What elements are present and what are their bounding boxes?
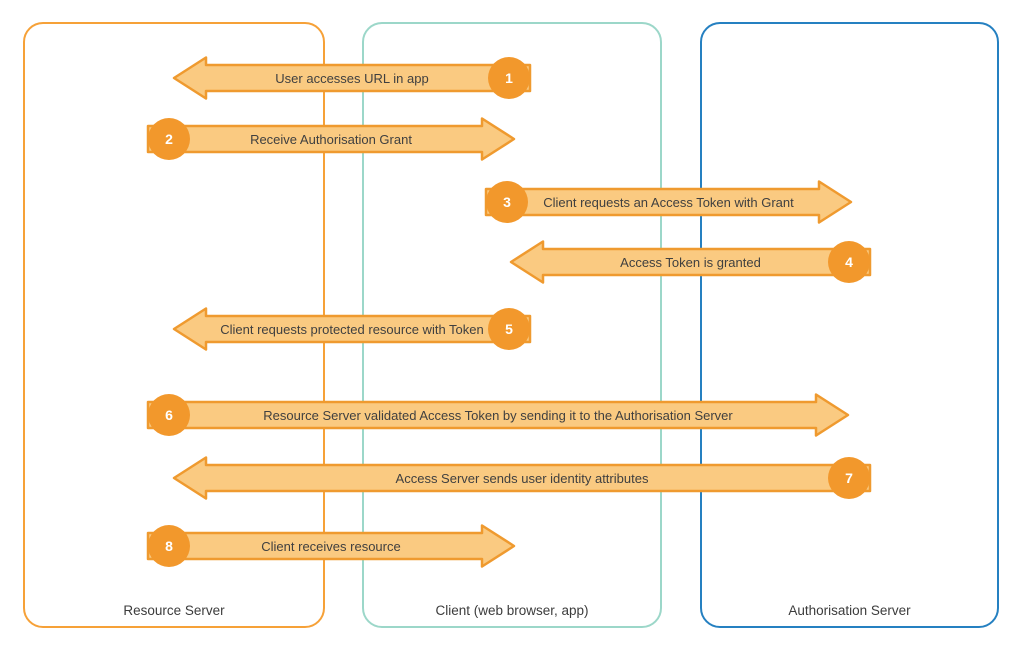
arrow-shape-icon [509,240,872,284]
arrow-shape-icon [146,393,850,437]
lane-label-resource-server: Resource Server [123,603,225,618]
step-number-badge: 4 [828,241,870,283]
step-number-badge: 1 [488,57,530,99]
flow-arrow-step-3: Client requests an Access Token with Gra… [484,178,853,226]
step-number-badge: 7 [828,457,870,499]
flow-arrow-step-2: Receive Authorisation Grant 2 [146,115,516,163]
flow-arrow-step-6: Resource Server validated Access Token b… [146,391,850,439]
flow-arrow-step-7: Access Server sends user identity attrib… [172,454,872,502]
step-number-badge: 8 [148,525,190,567]
arrow-shape-icon [146,117,516,161]
arrow-shape-icon [146,524,516,568]
step-number-badge: 2 [148,118,190,160]
lane-authorisation-server: Authorisation Server [700,22,999,628]
step-number-badge: 6 [148,394,190,436]
flow-arrow-step-1: User accesses URL in app 1 [172,54,532,102]
arrow-shape-icon [172,56,532,100]
step-number-badge: 5 [488,308,530,350]
lane-label-client: Client (web browser, app) [435,603,589,618]
flow-arrow-step-4: Access Token is granted 4 [509,238,872,286]
step-number-badge: 3 [486,181,528,223]
flow-arrow-step-8: Client receives resource 8 [146,522,516,570]
arrow-shape-icon [484,180,853,224]
arrow-shape-icon [172,456,872,500]
lane-label-authorisation-server: Authorisation Server [788,603,911,618]
flow-arrow-step-5: Client requests protected resource with … [172,305,532,353]
arrow-shape-icon [172,307,532,351]
